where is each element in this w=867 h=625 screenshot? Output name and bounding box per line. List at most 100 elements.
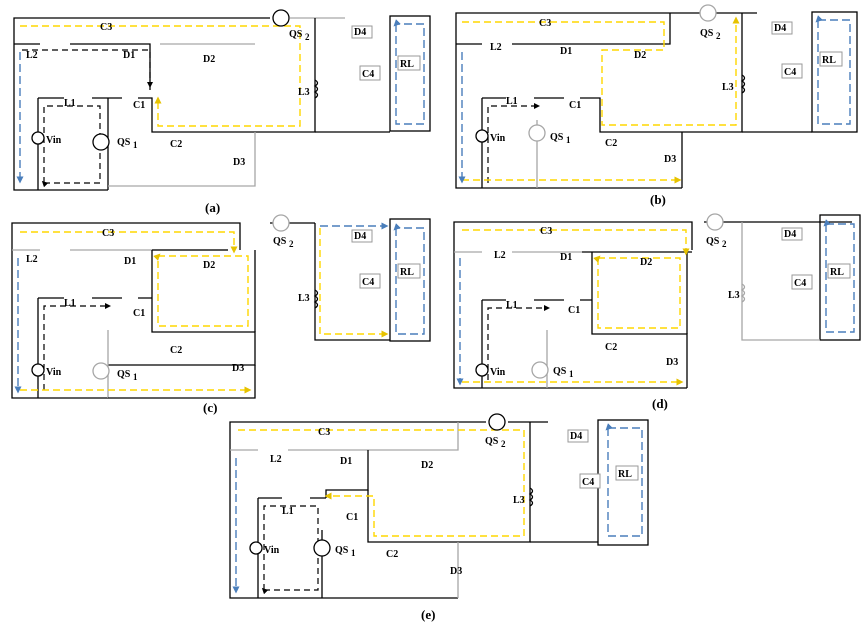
switch-qs1 [531,361,549,379]
label-vin: Vin [264,545,280,556]
cap-c4-box [579,473,601,489]
caption-e: (e) [421,607,435,622]
label-qs1-sub: 1 [566,135,571,145]
label-l2: L2 [26,50,38,61]
label-l2: L2 [490,42,502,53]
label-l1: L1 [64,98,76,109]
label-qs1: QS [335,545,349,556]
label-qs2-sub: 2 [289,239,294,249]
label-qs2: QS [289,29,303,40]
label-c1: C1 [133,308,145,319]
label-l2: L2 [270,454,282,465]
cap-c4-box [781,63,803,79]
label-d4: D4 [354,231,366,242]
source-vin [249,541,263,555]
label-qs1: QS [550,132,564,143]
label-d4: D4 [784,229,796,240]
label-c2: C2 [605,342,617,353]
current-loop-yellow [462,16,740,184]
label-d1: D1 [560,46,572,57]
source-vin [31,131,45,145]
label-qs2: QS [273,236,287,247]
res-rl-box [397,263,421,279]
panel-a: C3 L2 D1 D2 QS 2 D4 C4 RL L3 L1 C1 Vin Q… [13,9,431,215]
label-rl: RL [830,267,844,278]
diode-d4 [351,25,373,39]
current-loop-yellow [462,229,690,386]
label-d3: D3 [450,566,462,577]
label-qs1: QS [553,366,567,377]
label-qs1-sub: 1 [569,369,574,379]
label-d2: D2 [634,50,646,61]
diode-d4 [771,21,793,35]
caption-b: (b) [650,192,666,207]
panel-b: C3 L2 D1 D2 QS 2 D4 C4 RL L3 L1 C1 Vin Q… [455,4,858,207]
inductor-l3 [528,487,534,507]
source-vin [475,363,489,377]
label-qs2-sub: 2 [305,32,310,42]
label-c4: C4 [582,477,594,488]
caption-d: (d) [652,396,668,411]
current-loop-yellow [20,228,389,394]
current-loop-black [487,103,540,183]
current-loop-blue [456,224,855,386]
label-c3: C3 [539,18,551,29]
label-c3: C3 [318,427,330,438]
label-c1: C1 [346,512,358,523]
res-rl-box [819,51,843,67]
caption-c: (c) [203,400,217,415]
label-rl: RL [400,59,414,70]
label-c4: C4 [784,67,796,78]
current-loop-blue [16,24,425,184]
label-c4: C4 [362,69,374,80]
res-rl-box [397,55,421,71]
current-loop-black [22,49,153,183]
label-qs2: QS [700,28,714,39]
cap-c4-box [791,274,813,290]
label-c1: C1 [569,100,581,111]
switch-qs2 [699,4,717,22]
circuit-wires [11,218,431,399]
label-c2: C2 [605,138,617,149]
current-loop-blue [14,222,425,394]
label-l3: L3 [722,82,734,93]
switch-qs2 [488,413,506,431]
label-qs2: QS [706,236,720,247]
inductor-l3 [740,74,746,94]
inductor-l3 [740,283,746,303]
label-d1: D1 [340,456,352,467]
current-loop-black [487,305,550,380]
current-loop-black [264,505,319,590]
switch-qs1 [92,133,110,151]
label-l3: L3 [298,293,310,304]
label-l1: L1 [506,300,518,311]
switch-qs2 [272,9,290,27]
label-qs2: QS [485,436,499,447]
label-vin: Vin [46,135,62,146]
label-qs1-sub: 1 [351,548,356,558]
label-l1: L1 [282,506,294,517]
cap-c4-box [359,65,381,81]
label-rl: RL [400,267,414,278]
current-loop-black [43,303,111,390]
label-c3: C3 [540,226,552,237]
panel-e: C3 L2 D1 D2 QS 2 D4 C4 RL L3 L1 C1 Vin Q… [229,413,649,622]
label-qs1-sub: 1 [133,372,138,382]
label-l3: L3 [513,495,525,506]
switch-qs2 [272,214,290,232]
switch-qs1 [313,539,331,557]
diode-d4 [781,227,803,241]
label-l3: L3 [298,87,310,98]
label-c4: C4 [794,278,806,289]
label-vin: Vin [46,367,62,378]
label-rl: RL [822,55,836,66]
label-l3: L3 [728,290,740,301]
label-qs2-sub: 2 [716,31,721,41]
label-d3: D3 [664,154,676,165]
inductor-l3 [313,289,319,309]
label-d3: D3 [666,357,678,368]
panel-d: C3 L2 D1 D2 QS 2 D4 C4 RL L3 L1 C1 Vin Q… [453,213,861,411]
circuit-wires [453,214,861,389]
label-d2: D2 [203,54,215,65]
label-d3: D3 [232,363,244,374]
